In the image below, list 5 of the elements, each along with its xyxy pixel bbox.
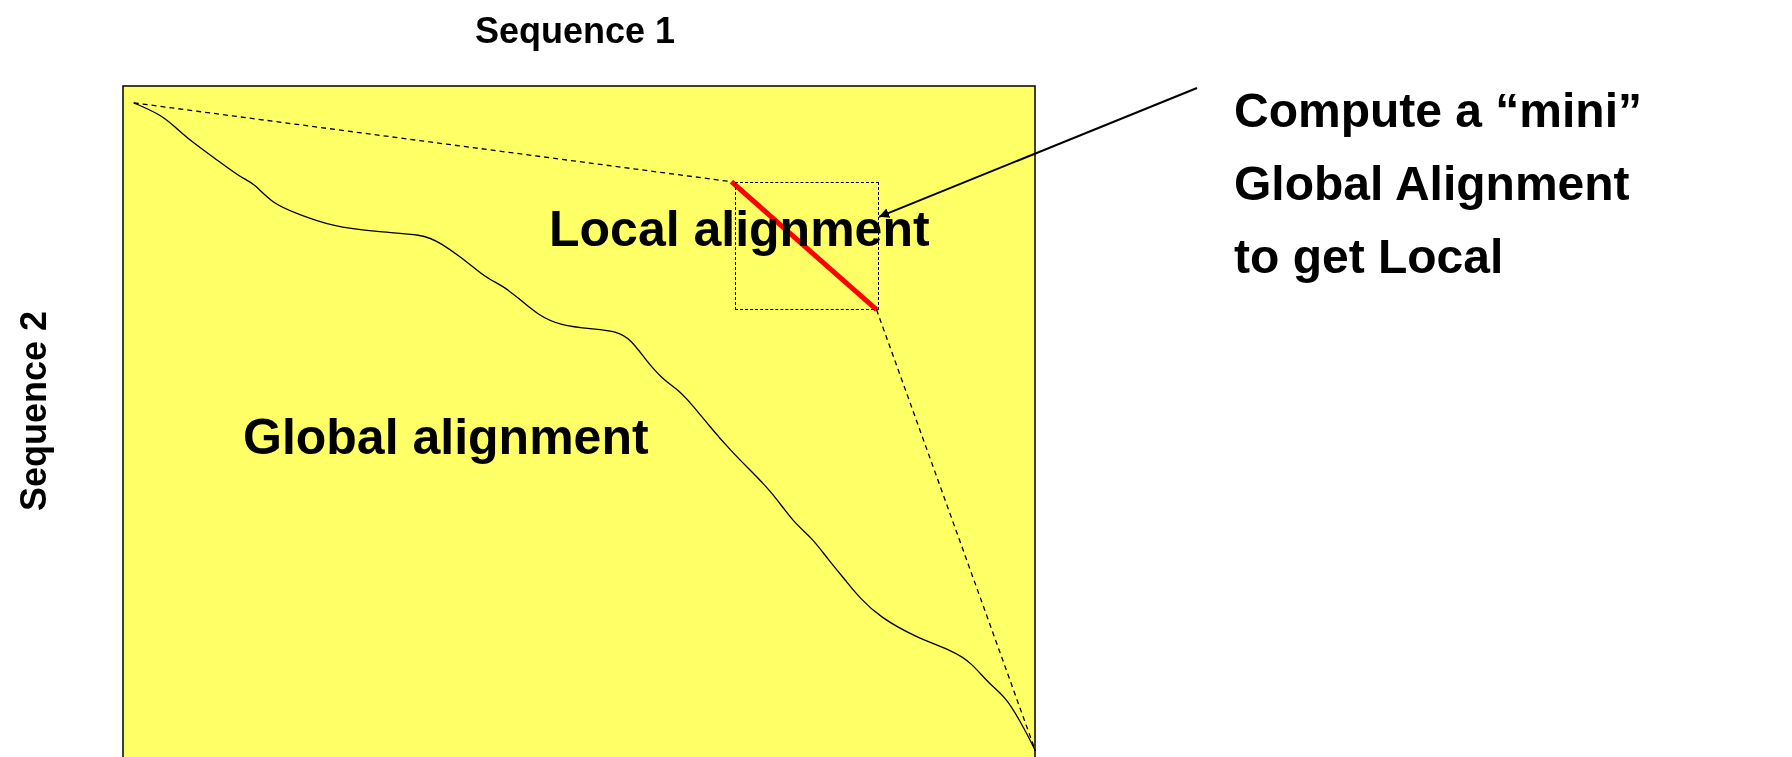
arrow (878, 87, 1198, 218)
axis-label: Sequence 2 (13, 310, 55, 512)
region-label: Global alignment (243, 408, 649, 466)
axis-label: Sequence 1 (475, 10, 676, 52)
callout-text: Compute a “mini” Global Alignment to get Local (1197, 74, 1687, 293)
